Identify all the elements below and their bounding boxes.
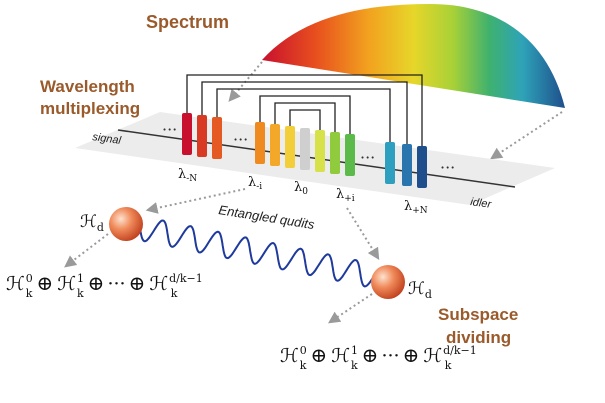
plane-dots-mid-left: ···: [233, 130, 248, 149]
right-qudit-sphere: [371, 265, 405, 299]
wavelength-label-line2: multiplexing: [40, 99, 140, 118]
plane-dots-left: ···: [162, 120, 177, 139]
arch-2: [201, 81, 408, 146]
wavelength-label-line1: Wavelength: [40, 77, 135, 96]
lambda-minus-i: λ-i: [248, 175, 262, 192]
arch-1: [186, 74, 423, 148]
left-qudit-sphere: [109, 207, 143, 241]
pair-connections: [186, 74, 423, 148]
spectrum-arrow-right: [489, 111, 563, 160]
bar-minus-N-b: [197, 115, 207, 157]
bar-plus-N-a: [385, 142, 395, 184]
lambda-plus-i: λ+i: [336, 187, 355, 204]
bar-minus-i-c: [285, 126, 295, 168]
lambda-zero: λ0: [294, 180, 308, 197]
arch-4: [259, 95, 351, 137]
subspace-label-line2: dividing: [446, 328, 511, 347]
lambda-plus-N: λ+N: [404, 199, 428, 216]
bar-minus-N-c: [212, 117, 222, 159]
arrow-left-decomp: [64, 233, 109, 268]
hilbert-d-left: ℋd: [80, 212, 104, 234]
bar-minus-i-a: [255, 122, 265, 164]
spectrum-arrow-left: [228, 61, 263, 102]
signal-label: signal: [92, 131, 123, 147]
spectrum-label: Spectrum: [146, 12, 229, 32]
wavelength-bars: [182, 113, 427, 188]
bar-plus-i-c: [345, 134, 355, 176]
bar-plus-N-b: [402, 144, 412, 186]
bar-minus-i-b: [270, 124, 280, 166]
idler-label: idler: [470, 196, 494, 211]
arrow-to-right-sphere: [346, 207, 380, 261]
bar-plus-N-c: [417, 146, 427, 188]
subspace-label-line1: Subspace: [438, 305, 518, 324]
entanglement-wave: [139, 219, 375, 288]
bar-zero: [300, 128, 310, 170]
bar-plus-i-a: [315, 130, 325, 172]
plane-dots-right: ···: [440, 158, 455, 177]
arch-3: [216, 88, 391, 144]
spectrum-shape: [262, 4, 565, 108]
arch-5: [274, 102, 336, 135]
plane-dots-mid-right: ···: [360, 148, 375, 167]
bar-plus-i-b: [330, 132, 340, 174]
arch-6: [289, 109, 321, 133]
arrow-to-left-sphere: [145, 188, 246, 214]
bar-minus-N-a: [182, 113, 192, 155]
arrow-right-decomp: [328, 293, 373, 324]
entangled-qudits-label: Entangled qudits: [218, 202, 317, 232]
lambda-minus-N: λ-N: [178, 167, 197, 184]
hilbert-d-right: ℋd: [408, 279, 432, 301]
